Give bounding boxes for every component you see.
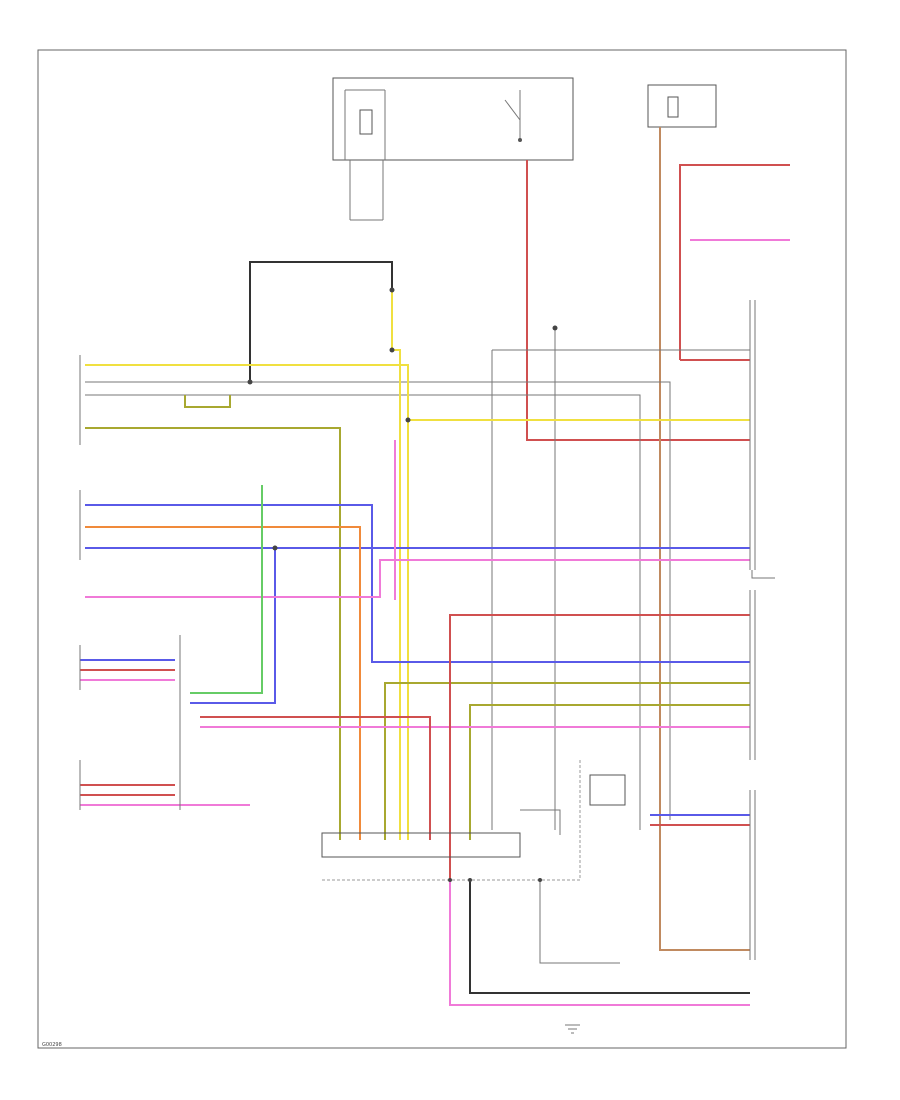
wire-green-1 [190,485,263,694]
wire-olive-1 [85,427,341,840]
wire-red-lower-1 [449,614,750,880]
wire-olive-2 [384,682,750,840]
wire-red-main [526,160,750,441]
wire-yellow-1 [85,364,409,840]
connector-left [79,355,181,810]
wire-blue-3 [190,548,276,704]
wire-red-top-1 [679,164,790,360]
footer-code: G00298 [42,1042,62,1048]
wire-orange-1 [85,526,361,840]
splice-points [247,287,558,882]
bus-grey-3 [85,381,671,820]
wire-red-lower-2 [200,716,431,840]
wire-tan-main [659,127,750,951]
wire-yellow-2 [391,290,401,840]
wire-pink-bottom [449,880,750,1006]
wire-black-bottom [469,880,750,994]
fuse-box-right [647,84,717,128]
bus-grey-4 [85,394,641,830]
diagram-border [37,49,847,1049]
control-unit-bottom [321,760,581,881]
resistor-element [184,395,231,408]
fuse-relay-box-top [332,77,574,221]
ground-path-upper [249,261,393,382]
connector-ladder-right [749,300,775,960]
wire-pink-1 [85,559,750,598]
wire-black-ground [539,880,620,964]
wire-black-module [520,809,561,835]
connector-module [589,774,626,806]
wire-blue-1 [85,504,750,663]
ground-symbol-bottom [565,1024,580,1034]
wire-olive-3 [469,704,750,840]
